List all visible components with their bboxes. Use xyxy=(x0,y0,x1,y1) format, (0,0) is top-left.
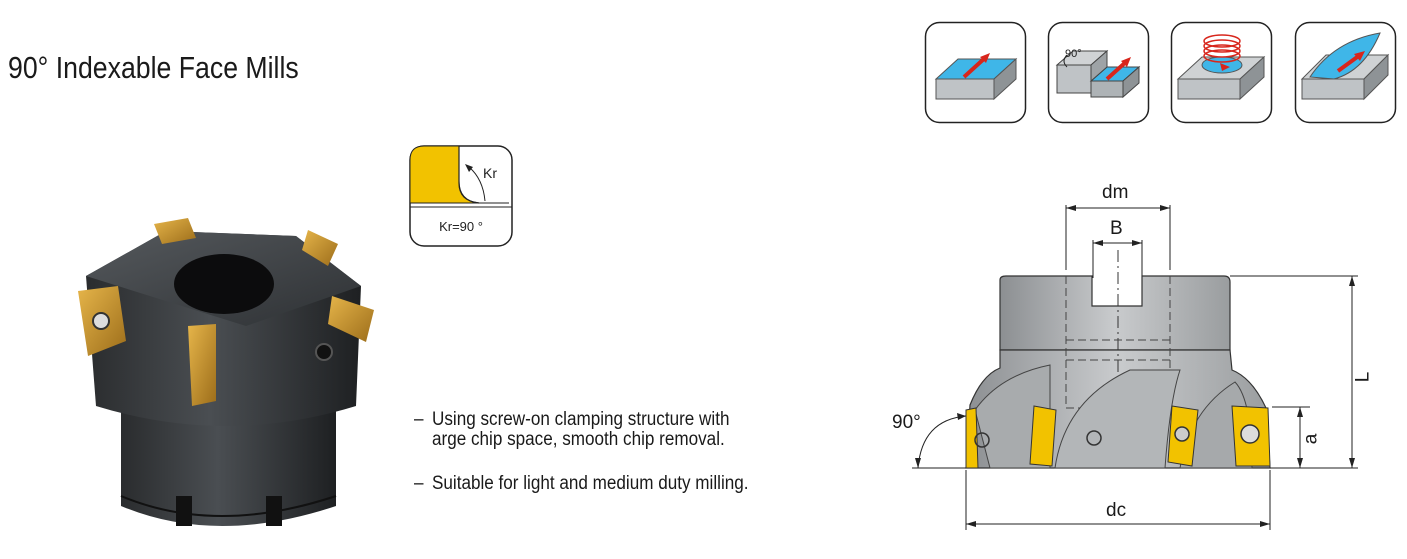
dim-dc: dc xyxy=(1106,500,1127,521)
helical-milling-icon xyxy=(1170,21,1273,124)
feature-item: – Suitable for light and medium duty mil… xyxy=(414,473,749,494)
face-mill-photo xyxy=(78,218,374,526)
dim-b: B xyxy=(1110,218,1123,239)
svg-text:90°: 90° xyxy=(1065,48,1082,60)
dim-dm: dm xyxy=(1102,182,1129,203)
shoulder-milling-icon: 90° xyxy=(1047,21,1150,124)
dim-a: a xyxy=(1300,433,1322,445)
pocket-milling-icon xyxy=(1294,21,1397,124)
kr-value-label: Kr=90 ° xyxy=(439,219,483,234)
page-title: 90° Indexable Face Mills xyxy=(8,50,299,85)
dim-l: L xyxy=(1352,371,1374,383)
feature-list: – Using screw-on clamping structure with… xyxy=(414,410,884,518)
dim-angle: 90° xyxy=(892,412,921,433)
technical-drawing: dm B L a dc 90° xyxy=(880,170,1400,559)
feature-item: – Using screw-on clamping structure with… xyxy=(414,409,730,450)
insert-angle-box: Kr Kr=90 ° xyxy=(409,145,513,247)
face-milling-icon xyxy=(924,21,1027,124)
kr-angle-label: Kr xyxy=(483,165,497,181)
application-icons: 90° xyxy=(924,21,1398,125)
